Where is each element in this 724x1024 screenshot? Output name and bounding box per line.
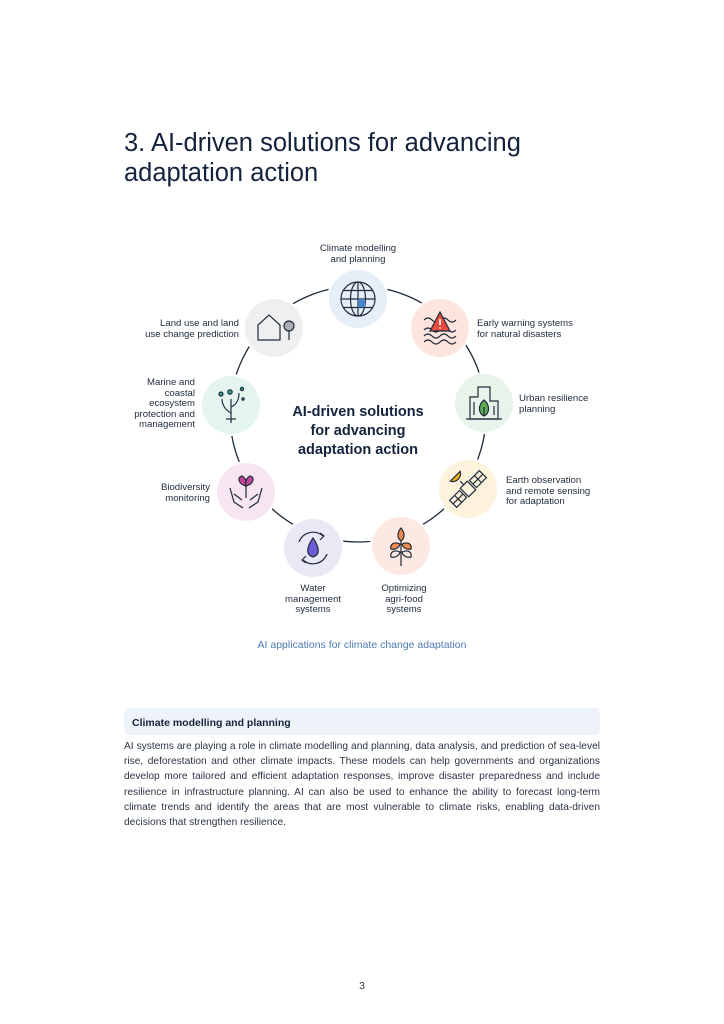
node-label-marine-coastal: Marine and coastal ecosystem protection … (105, 377, 195, 431)
node-label-water-management: Water management systems (273, 583, 353, 616)
node-label-urban-resilience: Urban resilience planning (519, 393, 619, 415)
center-line: adaptation action (297, 442, 419, 458)
label-line: Water (300, 583, 326, 594)
label-line: Urban resilience (519, 393, 589, 404)
label-line: planning (519, 403, 556, 415)
node-label-early-warning: Early warning systems for natural disast… (477, 318, 607, 340)
figure-caption: AI applications for climate change adapt… (257, 639, 467, 651)
house-tree-icon (257, 314, 295, 341)
center-line: AI-driven solutions (292, 404, 424, 420)
coral-icon (218, 386, 245, 423)
label-line: Climate modelling (319, 243, 397, 254)
label-line: monitoring (165, 492, 210, 504)
node-circle (245, 299, 303, 357)
node-label-climate-modelling: Climate modelling and planning (298, 243, 418, 265)
wheat-icon (390, 527, 412, 566)
node-label-biodiversity: Biodiversity monitoring (120, 482, 210, 504)
label-line: Early warning systems (477, 318, 573, 329)
label-line: systems (386, 604, 422, 615)
label-line: use change prediction (145, 328, 239, 340)
water-cycle-icon (298, 531, 328, 565)
node-label-land-use: Land use and land use change prediction (120, 318, 239, 340)
building-leaf-icon (466, 386, 502, 420)
section-title: Climate modelling and planning (132, 717, 291, 729)
label-line: coastal (164, 387, 195, 399)
label-line: Biodiversity (160, 482, 210, 493)
label-line: for natural disasters (477, 328, 562, 340)
label-line: agri-food (385, 593, 423, 605)
label-line: and remote sensing (506, 485, 591, 497)
page-number: 3 (359, 980, 365, 992)
satellite-icon (448, 469, 488, 509)
section-body: AI systems are playing a role in climate… (124, 741, 600, 829)
label-line: systems (295, 604, 331, 615)
label-line: management (285, 593, 341, 605)
warning-waves-icon (423, 310, 457, 345)
label-line: ecosystem (149, 398, 195, 409)
node-label-agri-food: Optimizing agri-food systems (364, 583, 444, 616)
page-title: 3. AI-driven solutions for advancing ada… (124, 129, 521, 187)
label-line: Land use and land (160, 318, 239, 329)
node-circle (439, 460, 497, 518)
label-line: Optimizing (381, 583, 427, 594)
label-line: protection and (134, 408, 195, 420)
label-line: Marine and (147, 377, 195, 388)
label-line: for adaptation (506, 496, 565, 507)
globe-icon (340, 281, 376, 317)
hands-plant-icon (229, 475, 263, 509)
diagram-center-text: AI-driven solutions for advancing adapta… (278, 403, 438, 460)
label-line: management (139, 419, 195, 430)
label-line: Earth observation (506, 475, 582, 486)
section-header-box: Climate modelling and planning (124, 708, 600, 735)
center-line: for advancing (310, 423, 406, 439)
label-line: and planning (330, 253, 386, 265)
node-label-earth-observation: Earth observation and remote sensing for… (506, 475, 616, 508)
